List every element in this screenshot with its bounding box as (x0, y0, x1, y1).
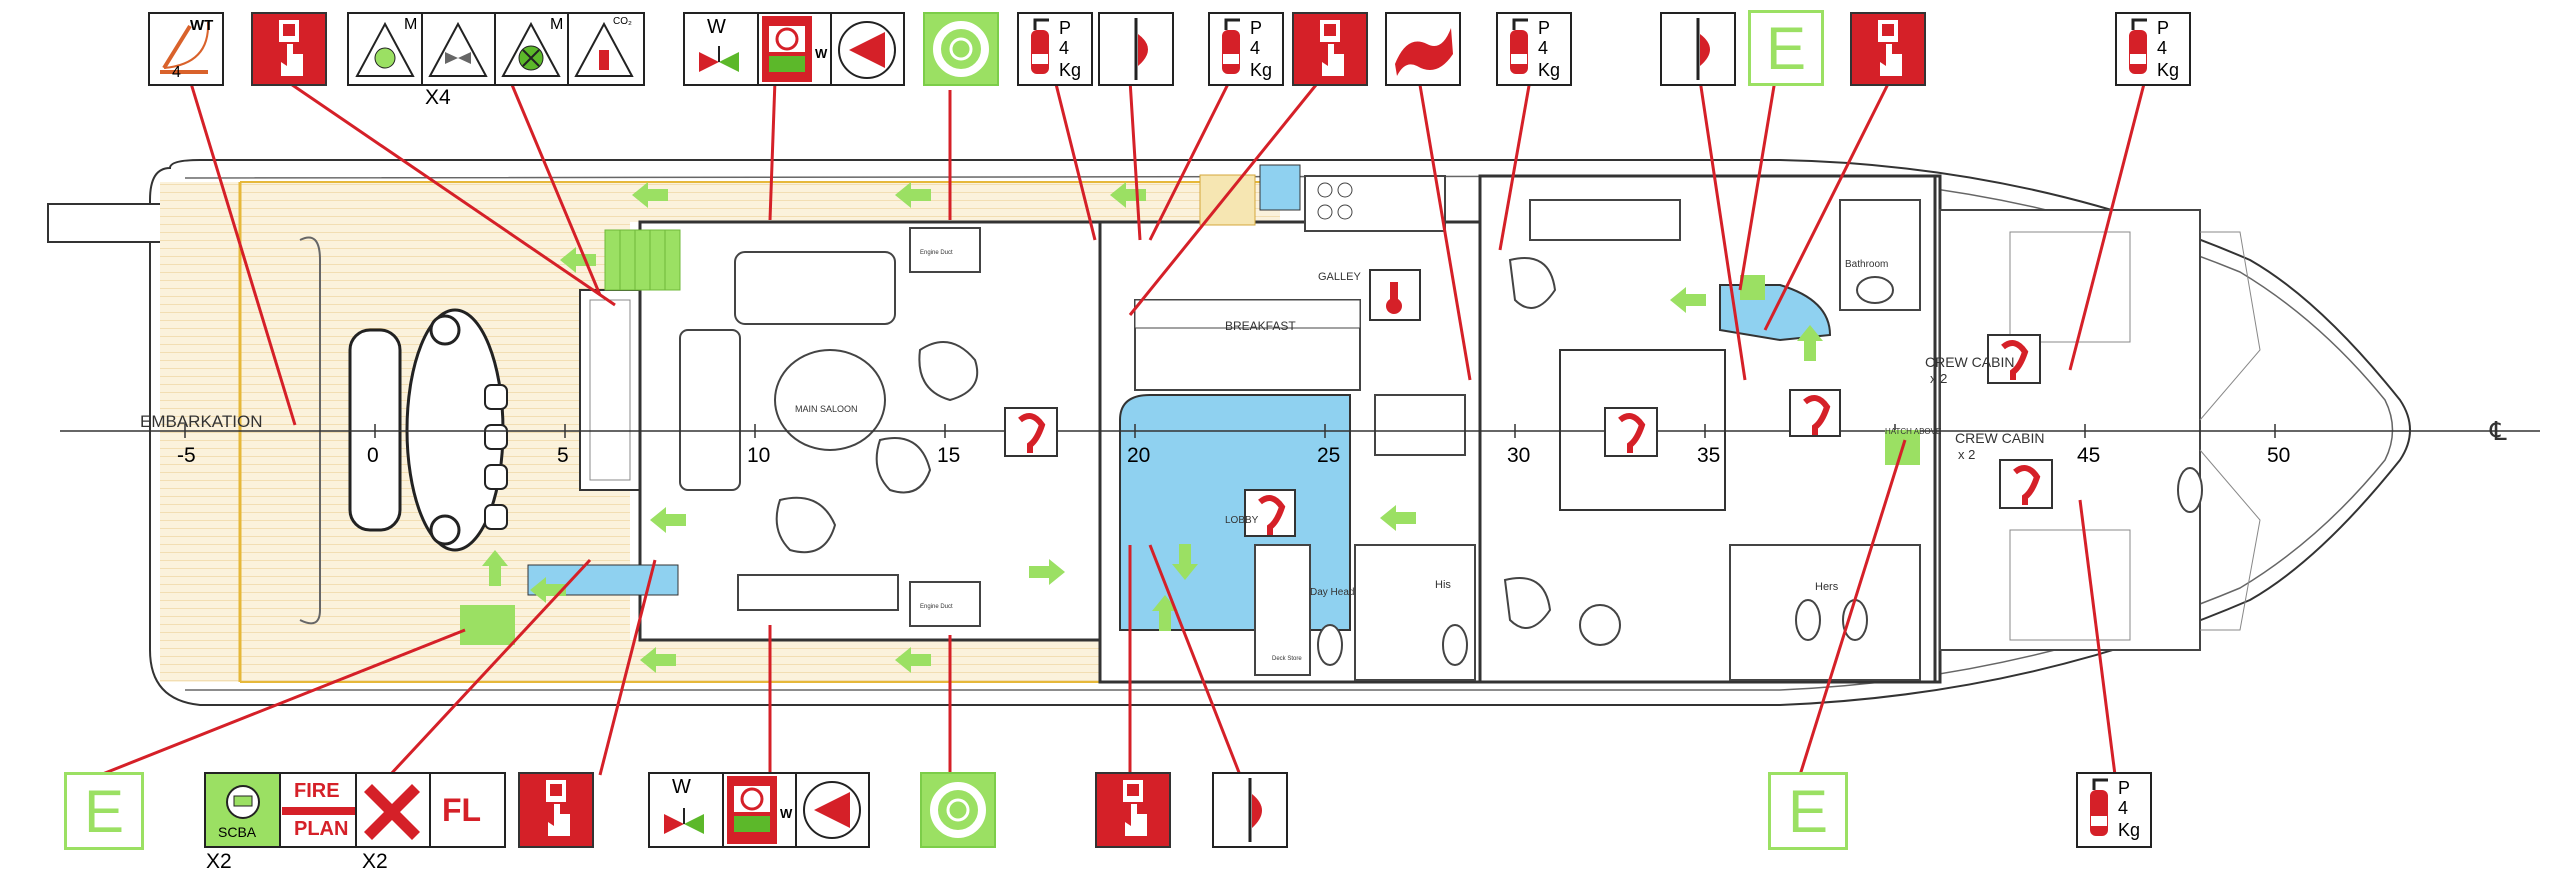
label-crew-cabin-2-count: x 2 (1958, 447, 1975, 462)
lifebuoy-icon (920, 772, 996, 848)
label-engine-duct-top: Engine Duct (920, 250, 953, 256)
fire-hose-icon (1385, 12, 1461, 86)
label-centerline: ℄ (2489, 416, 2507, 446)
hydrant-w-bottom: W (780, 806, 793, 821)
frame-number-label: 15 (937, 444, 960, 467)
ext-kg-5: Kg (2118, 820, 2141, 840)
fire-alarm-button-icon (1850, 12, 1926, 86)
frame-number-label: 50 (2267, 444, 2290, 467)
extinguisher-icon: P 4 Kg (2115, 12, 2191, 86)
ext-p-2: P (1250, 18, 1263, 38)
label-bathroom: Bathroom (1845, 259, 1888, 270)
fire-alarm-button-icon (1095, 772, 1171, 848)
lifebuoy-icon (923, 12, 999, 86)
master-cabin (1503, 199, 1726, 646)
ext-4-1: 4 (1059, 38, 1070, 58)
emergency-exit-e-icon: E (1748, 10, 1824, 86)
x2-scba-label: X2 (206, 850, 232, 871)
motor-label-2: M (550, 16, 564, 33)
frame-number-label: 35 (1697, 444, 1720, 467)
ext-4-5: 4 (2118, 798, 2129, 818)
ext-p-5: P (2118, 778, 2131, 798)
room-labels: EMBARKATION MAIN SALOON BREAKFAST GALLEY… (140, 250, 2507, 662)
heads (1254, 199, 2203, 681)
ext-4-2: 4 (1250, 38, 1261, 58)
wt-door-symbol: WT 4 (148, 12, 224, 86)
wt-label: WT (190, 17, 214, 34)
ext-kg-3: Kg (1538, 60, 1561, 80)
ext-kg-4: Kg (2157, 60, 2180, 80)
ventilation-legend-group: M M CO₂ (347, 12, 645, 86)
fire-alarm-button-icon (251, 12, 327, 86)
w-label-top: W (707, 16, 726, 38)
hydrant-w-top: W (815, 46, 828, 61)
frame-number-label: 30 (1507, 444, 1530, 467)
frame-number-label: 25 (1317, 444, 1340, 467)
ext-p-1: P (1059, 18, 1072, 38)
fire-door-icon (1660, 12, 1736, 86)
ext-4-3: 4 (1538, 38, 1549, 58)
label-crew-cabin-1-count: x 2 (1930, 371, 1947, 386)
label-engine-duct-bottom: Engine Duct (920, 604, 953, 610)
w-label-bottom: W (672, 776, 691, 798)
frame-numbers: -505101520253035404550 (177, 424, 2290, 467)
frame-number-label: -5 (177, 444, 196, 467)
frame-number-label: 5 (557, 444, 569, 467)
frame-number-label: 45 (2077, 444, 2100, 467)
x4-label: X4 (425, 86, 451, 109)
saloon-furniture (679, 227, 981, 627)
extinguisher-icon: P 4 Kg (1208, 12, 1284, 86)
frame-number-label: 0 (367, 444, 379, 467)
ext-p-4: P (2157, 18, 2170, 38)
frame-number-label: 20 (1127, 444, 1150, 467)
label-hatch: HATCH ABOVE (1885, 427, 1941, 436)
scba-label: SCBA (218, 824, 257, 840)
plan-label: PLAN (294, 818, 349, 840)
label-day-head: Day Head (1310, 587, 1354, 598)
ext-kg-1: Kg (1059, 60, 1082, 80)
label-deck-store: Deck Store (1272, 656, 1302, 662)
galley-area (1134, 175, 1466, 456)
ext-kg-2: Kg (1250, 60, 1273, 80)
onplan-symbols (1004, 269, 2053, 537)
fire-door-icon (1212, 772, 1288, 848)
ext-p-3: P (1538, 18, 1551, 38)
motor-label-1: M (404, 16, 418, 33)
frame-number-label: 10 (747, 444, 770, 467)
label-breakfast: BREAKFAST (1225, 319, 1296, 333)
fire-door-icon (1098, 12, 1174, 86)
label-crew-cabin-1: CREW CABIN (1925, 354, 2014, 370)
emergency-exit-e-icon: E (1768, 772, 1848, 850)
fire-label: FIRE (294, 780, 340, 802)
label-hers: Hers (1815, 581, 1839, 593)
extinguisher-icon: P 4 Kg (2076, 772, 2152, 848)
extinguisher-icon: P 4 Kg (1017, 12, 1093, 86)
wt-count: 4 (172, 64, 181, 81)
extinguisher-icon: P 4 Kg (1496, 12, 1572, 86)
x2-suit-label: X2 (362, 850, 388, 871)
co2-label: CO₂ (613, 16, 632, 27)
hydrant-legend-group: W W (683, 12, 905, 86)
dining-table (348, 308, 508, 552)
label-crew-cabin-2: CREW CABIN (1955, 430, 2044, 446)
emergency-exit-e-icon: E (64, 772, 144, 850)
label-lobby: LOBBY (1225, 515, 1259, 526)
aft-deck (160, 181, 1280, 683)
fire-alarm-button-icon (518, 772, 594, 848)
label-galley: GALLEY (1318, 271, 1361, 283)
label-embarkation: EMBARKATION (140, 412, 262, 431)
label-main-saloon: MAIN SALOON (795, 404, 858, 414)
fire-equipment-legend-group: SCBA FIRE PLAN FL (204, 772, 506, 848)
fl-label: FL (442, 792, 482, 828)
ext-4-4: 4 (2157, 38, 2168, 58)
leader-lines (99, 78, 2147, 777)
hydrant-legend-group: W W (648, 772, 870, 848)
label-his: His (1435, 579, 1451, 591)
fire-alarm-button-icon (1292, 12, 1368, 86)
